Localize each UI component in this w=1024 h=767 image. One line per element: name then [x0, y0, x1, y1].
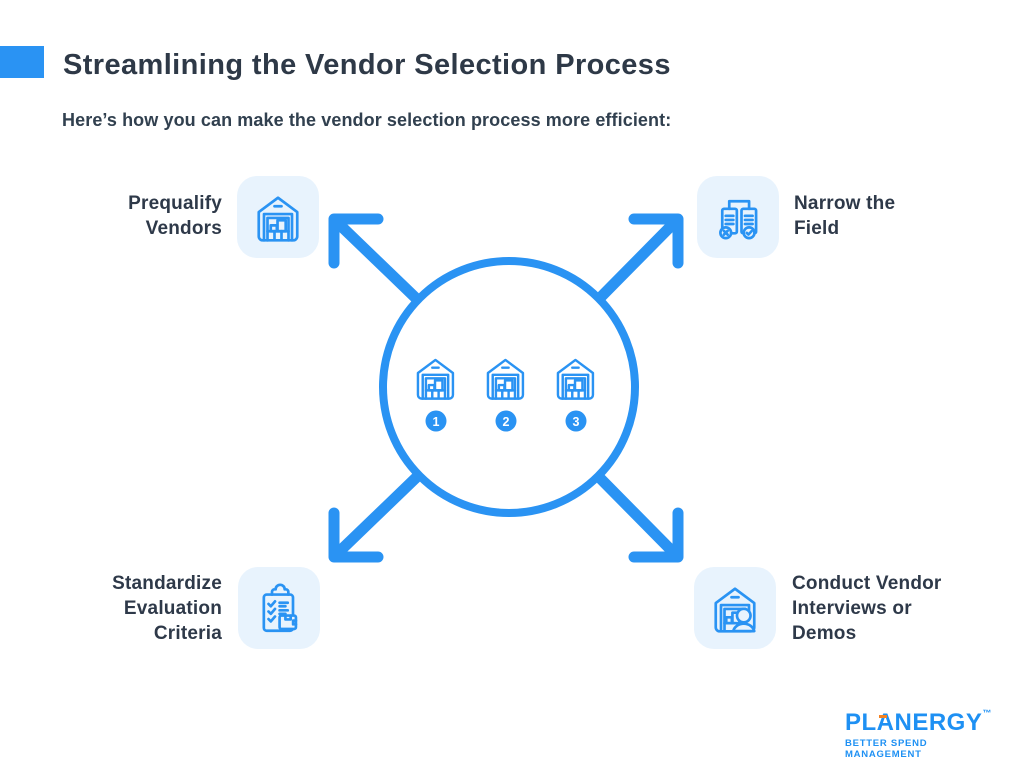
arrow-shaft-top-right	[587, 220, 677, 311]
arrow-head-top-left	[328, 213, 384, 269]
label-narrow-the-field: Narrow the Field	[794, 193, 896, 239]
arrow-shaft-top-left	[335, 220, 429, 311]
vendor-interview-icon	[714, 587, 756, 633]
arrow-head-bottom-right	[628, 507, 684, 563]
logo-tagline: BETTER SPEND MANAGEMENT	[845, 738, 928, 760]
title-accent-bar	[0, 46, 44, 78]
logo-brand-text: PLANERGY	[845, 709, 983, 736]
vendor-3-badge	[565, 410, 587, 432]
planergy-logo: PLANERGY™ BETTER SPEND MANAGEMENT	[845, 700, 1005, 760]
arrow-shaft-bottom-left	[335, 465, 429, 556]
label-conduct-vendor-interviews: Conduct Vendor Interviews or Demos	[792, 573, 942, 644]
arrow-shafts	[335, 220, 677, 556]
evaluation-clipboard-icon	[262, 583, 298, 633]
tile-standardize-evaluation-criteria	[238, 567, 320, 649]
warehouse-icon	[257, 196, 299, 242]
tile-narrow-the-field	[697, 176, 779, 258]
tile-conduct-vendor-interviews	[694, 567, 776, 649]
vendor-3-number: 3	[573, 415, 580, 429]
arrow-shaft-bottom-right	[587, 465, 677, 556]
compare-documents-icon	[719, 199, 758, 240]
vendor-2-badge	[495, 410, 517, 432]
vendor-1-badge	[425, 410, 447, 432]
process-circle	[379, 257, 639, 517]
logo-brand-row: PLANERGY™	[845, 700, 1005, 736]
label-standardize-evaluation-criteria: Standardize Evaluation Criteria	[112, 573, 222, 644]
logo-orange-accent	[879, 715, 887, 718]
vendor-1-number: 1	[433, 415, 440, 429]
arrow-head-top-right	[628, 213, 684, 269]
vendor-candidates: 1 2 3	[416, 358, 595, 432]
page-subtitle: Here’s how you can make the vendor selec…	[62, 110, 672, 130]
arrow-head-bottom-left	[328, 507, 384, 563]
label-prequalify-vendors: Prequalify Vendors	[128, 193, 222, 239]
logo-trademark: ™	[982, 708, 992, 718]
vendor-2-number: 2	[503, 415, 510, 429]
page-title: Streamlining the Vendor Selection Proces…	[63, 49, 671, 81]
tile-prequalify-vendors	[237, 176, 319, 258]
